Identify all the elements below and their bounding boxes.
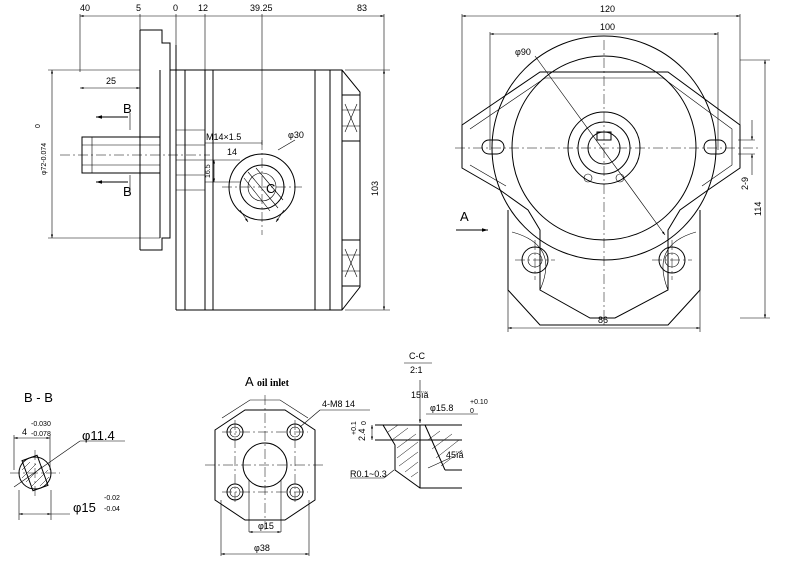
dim-top-0: 0 (173, 3, 178, 13)
cc-radius: R0.1~0.3 (350, 469, 387, 479)
oil-inlet-dia-15: φ15 (258, 521, 274, 531)
dim-16-5: 16.5 (205, 164, 212, 178)
dim-top-40: 40 (80, 3, 90, 13)
cc-angle-15: 15ïã (411, 390, 429, 400)
cc-dim-2-4-tol: +0.1 (351, 421, 358, 435)
view-a-label: A (460, 209, 469, 224)
bb-dia-15-lower: -0.04 (104, 506, 120, 513)
section-bb-title: B - B (24, 390, 53, 405)
section-c-label: C (266, 181, 275, 196)
cc-dia-15-8-tol: +0.10 (470, 399, 488, 406)
dim-top-5: 5 (136, 3, 141, 13)
bb-key-lower: -0.078 (31, 431, 51, 438)
cc-dia-15-8: φ15.8 (430, 403, 453, 413)
bb-key-width: 4 (22, 427, 27, 437)
front-view: 120 100 φ90 (455, 4, 770, 332)
oil-inlet-dia-38: φ38 (254, 543, 270, 553)
dim-14-port: 14 (227, 147, 237, 157)
dim-height-103: 103 (370, 181, 380, 196)
section-cc-scale: 2:1 (410, 365, 423, 375)
dim-2-9: 2-9 (740, 177, 750, 190)
dim-86: 86 (598, 315, 608, 325)
section-c-c: C-C 2:1 15ïã φ15.8 +0.10 0 2.4 +0.1 0 45… (350, 351, 488, 489)
bb-key-upper: -0.030 (31, 421, 51, 428)
section-cc-title: C-C (409, 351, 425, 361)
dim-port-thread: M14×1.5 (206, 132, 241, 142)
dim-diameter-90: φ90 (515, 47, 531, 57)
oil-inlet-view: A oil inlet 4-M8 14 φ15 φ38 (205, 374, 370, 556)
cc-dia-15-8-sub: 0 (470, 408, 474, 415)
side-view: 103 25 B B φ72-0.074 0 C (35, 3, 390, 311)
dim-top-83: 83 (357, 3, 367, 13)
section-b-b: B - B 4 -0.030 -0.078 φ11.4 φ15 -0.02 -0… (10, 390, 125, 520)
dim-diameter-72: φ72-0.074 (41, 143, 48, 175)
bb-dia-15-upper: -0.02 (104, 495, 120, 502)
dim-port-diameter: φ30 (288, 130, 304, 140)
dim-diameter-72-sup: 0 (35, 124, 42, 128)
dim-100: 100 (600, 22, 615, 32)
dim-25: 25 (106, 76, 116, 86)
section-b-label-bottom: B (123, 184, 132, 199)
dim-top-39-25: 39.25 (250, 3, 273, 13)
oil-inlet-bolts: 4-M8 14 (322, 399, 355, 409)
oil-inlet-title: oil inlet (257, 378, 290, 389)
dim-top-12: 12 (198, 3, 208, 13)
dim-114: 114 (753, 202, 763, 216)
cc-angle-45: 45ïã (446, 450, 464, 460)
cc-dim-2-4: 2.4 (357, 428, 367, 441)
oil-inlet-letter: A (245, 374, 254, 389)
section-b-label-top: B (123, 101, 132, 116)
bb-dia-15: φ15 (73, 500, 96, 515)
cc-dim-2-4-sub: 0 (361, 421, 368, 425)
bb-dia-11-4: φ11.4 (82, 428, 115, 443)
dim-120: 120 (600, 4, 615, 14)
